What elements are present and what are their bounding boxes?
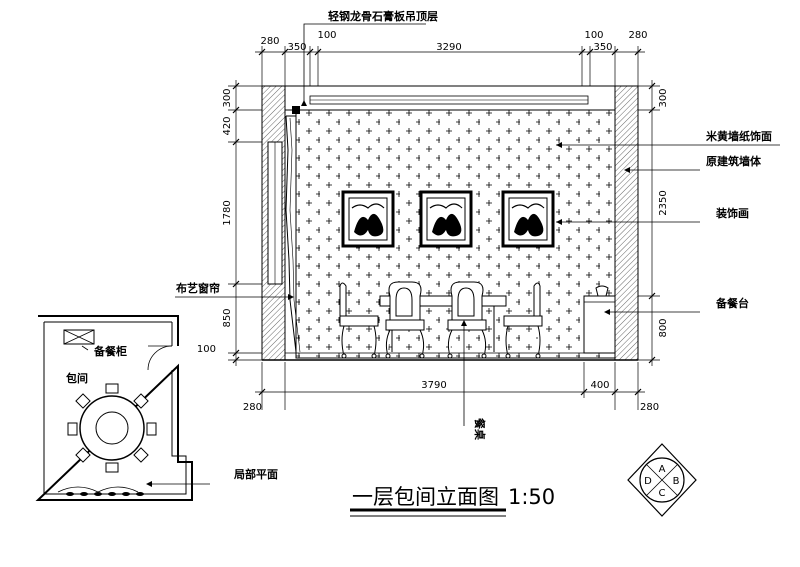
chair-right-side bbox=[503, 282, 543, 359]
partial-plan bbox=[35, 315, 193, 501]
painting-1 bbox=[341, 190, 395, 248]
dim-top-350-right: 350 bbox=[593, 42, 612, 53]
dim-bottom-280-left: 280 bbox=[243, 402, 262, 413]
dim-left-420: 420 bbox=[222, 116, 233, 135]
callout-original-wall: 原建筑墙体 bbox=[706, 154, 762, 168]
dim-bottom-400: 400 bbox=[590, 380, 609, 391]
marker-a: A bbox=[659, 464, 666, 475]
title-text: 一层包间立面图 bbox=[352, 485, 499, 509]
callout-curtain: 布艺窗帘 bbox=[176, 281, 220, 295]
plan-label-partial-plan: 局部平面 bbox=[233, 467, 278, 481]
callout-dining-table: 餐桌 bbox=[473, 417, 487, 441]
dim-left-300: 300 bbox=[222, 88, 233, 107]
chair-front-left bbox=[385, 281, 425, 359]
dim-right-2350: 2350 bbox=[658, 190, 669, 215]
plan-label-cabinet: 备餐柜 bbox=[93, 344, 127, 358]
dim-top-100-right: 100 bbox=[584, 30, 603, 41]
callout-ceiling: 轻钢龙骨石膏板吊顶层 bbox=[328, 9, 438, 23]
painting-2 bbox=[419, 190, 473, 248]
dim-left-850: 850 bbox=[222, 308, 233, 327]
chair-front-right bbox=[447, 281, 487, 359]
title-scale: 1:50 bbox=[508, 485, 555, 509]
dim-top-100-left: 100 bbox=[317, 30, 336, 41]
dim-left-1780: 1780 bbox=[222, 200, 233, 225]
dim-bottom-280-right: 280 bbox=[640, 402, 659, 413]
marker-c: C bbox=[659, 488, 666, 499]
sideboard bbox=[583, 285, 616, 354]
right-wall bbox=[614, 85, 639, 361]
callout-wallpaper: 米黄墙纸饰面 bbox=[705, 129, 772, 143]
dim-top-280-right: 280 bbox=[628, 30, 647, 41]
chair-left-side bbox=[339, 282, 379, 359]
painting-3 bbox=[501, 190, 555, 248]
ceiling-layer bbox=[284, 85, 616, 114]
callout-decorative-painting: 装饰画 bbox=[715, 206, 749, 220]
dim-top-280-left: 280 bbox=[260, 36, 279, 47]
dim-top-350-left: 350 bbox=[287, 42, 306, 53]
callout-sideboard: 备餐台 bbox=[715, 296, 749, 310]
dim-top-3290: 3290 bbox=[436, 42, 461, 53]
marker-b: B bbox=[673, 476, 680, 487]
dim-bottom-3790: 3790 bbox=[421, 380, 446, 391]
drawing-title: 一层包间立面图 1:50 bbox=[350, 485, 555, 517]
section-marker: A B C D bbox=[627, 443, 697, 517]
curtain-window bbox=[267, 115, 301, 353]
dim-right-300: 300 bbox=[658, 88, 669, 107]
marker-d: D bbox=[644, 476, 652, 487]
dim-left-100: 100 bbox=[197, 344, 216, 355]
dim-right-800: 800 bbox=[658, 318, 669, 337]
plan-label-room: 包间 bbox=[65, 371, 88, 385]
